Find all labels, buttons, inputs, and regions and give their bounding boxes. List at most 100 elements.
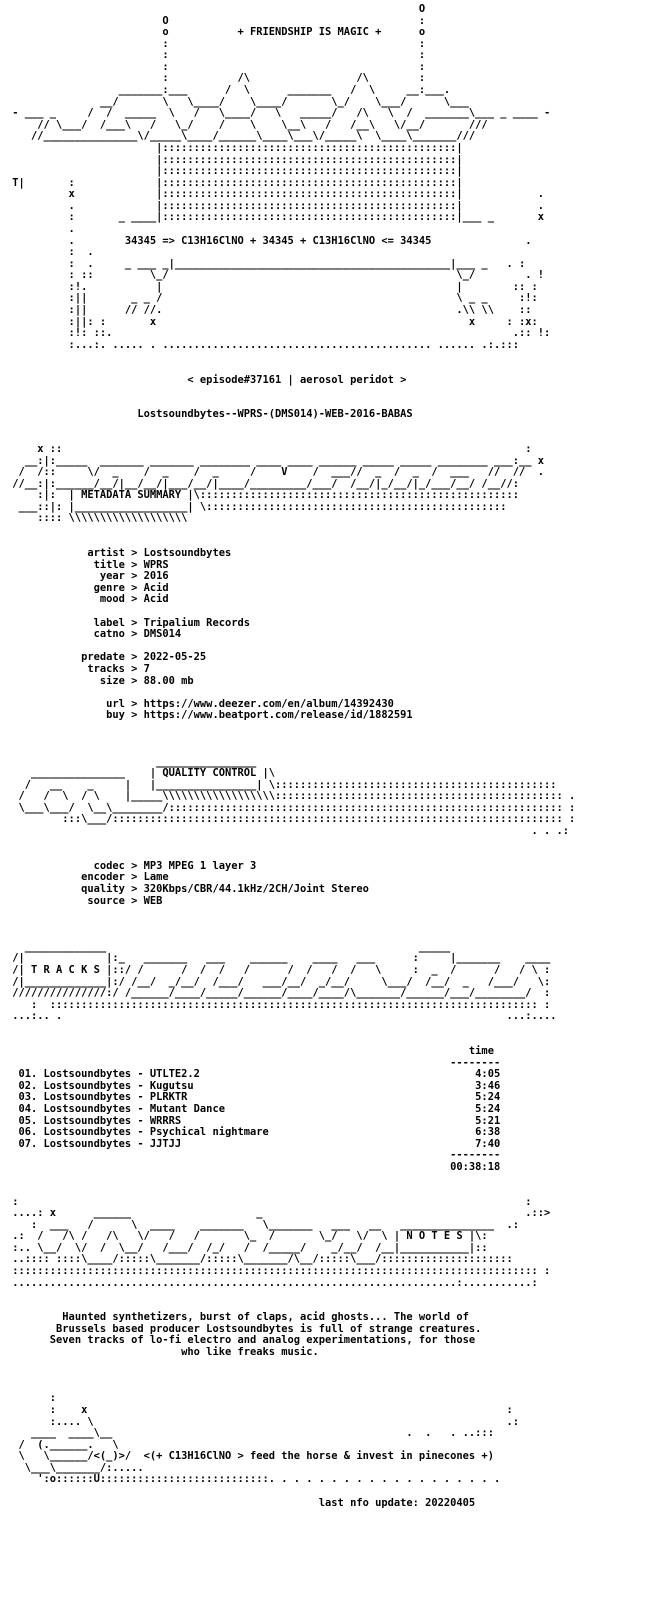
episode-text: < episode#37161 | aerosol peridot > — [6, 373, 407, 386]
nfo-line: :!: ::. .:: !: — [6, 327, 551, 340]
nfo-line: : ::::::::::::::::::::::::::::::::::::::… — [6, 998, 551, 1011]
nfo-line — [6, 1173, 575, 1185]
nfo-line: ________________ — [6, 755, 257, 768]
track-row: 01. Lostsoundbytes - UTLTE2.2 4:05 — [6, 1068, 501, 1081]
nfo-line: x :: : — [6, 442, 532, 455]
nfo-line: \___\___/ \__\________/:::::::::::::::::… — [6, 801, 576, 814]
nfo-line: -------- — [6, 1056, 501, 1069]
nfo-line: T| : |::::::::::::::::::::::::::::::::::… — [6, 176, 463, 189]
nfo-text: O O : o + FRIENDSHIP IS MAGIC + o : — [6, 3, 576, 1509]
metadata-catno: catno > DMS014 — [6, 628, 182, 641]
metadata-tracks: tracks > 7 — [6, 662, 150, 675]
nfo-line: :|| // //. .\\ \\ :: — [6, 304, 532, 317]
nfo-line — [6, 1185, 575, 1197]
nfo-line — [6, 1289, 575, 1301]
nfo-line: _____________ _____ — [6, 940, 451, 953]
metadata-mood: mood > Acid — [6, 593, 169, 606]
nfo-line — [6, 1486, 575, 1498]
nfo-line: - ___ _ / / _____ \ / \____/ \ _____/ /\… — [6, 107, 551, 120]
nfo-line — [6, 919, 575, 931]
nfo-line: ':o::::::U:::::::::::::::::::::::::::. .… — [6, 1473, 501, 1486]
nfo-line: //__:|:______/__/|__/__/|___/__/|____/__… — [6, 477, 519, 490]
nfo-line: |:::::::::::::::::::::::::::::::::::::::… — [6, 153, 463, 166]
nfo-line: :...:. ..... . .........................… — [6, 338, 519, 351]
nfo-line: : ___ / \ ____ _______ \_______ ___ __ _… — [6, 1218, 519, 1231]
track-row: 02. Lostsoundbytes - Kugutsu 3:46 — [6, 1079, 501, 1092]
nfo-line: //_______________\/_____\____/______\___… — [6, 130, 476, 143]
quality-codec: codec > MP3 MPEG 1 layer 3 — [6, 859, 257, 872]
nfo-line: . |:::::::::::::::::::::::::::::::::::::… — [6, 199, 544, 212]
nfo-line: __/ \ \____/ \____/ \_/ \___/ \___ — [6, 95, 469, 108]
nfo-line — [6, 351, 575, 363]
nfo-line: :||: : x x : :x: — [6, 315, 538, 328]
quality-encoder: encoder > Lame — [6, 871, 169, 884]
nfo-line: ///////////////:/ /______/____/_____/___… — [6, 987, 551, 1000]
section-title-notes: .: / /\ / /\ \/ / / \_ / \_/ \/ \ | N O … — [6, 1230, 488, 1243]
nfo-line — [6, 421, 575, 433]
nfo-line: // \___/ /___\ / \_/ / \ \__\ / /__\ \/_… — [6, 118, 488, 131]
release-name: Lostsoundbytes--WPRS-(DMS014)-WEB-2016-B… — [6, 408, 413, 421]
motto-text: o + FRIENDSHIP IS MAGIC + o — [6, 26, 426, 39]
quality-source: source > WEB — [6, 894, 163, 907]
nfo-line: ..:::: ::::\____/:::::\_______/:::::\___… — [6, 1253, 513, 1266]
metadata-predate: predate > 2022-05-25 — [6, 651, 207, 664]
nfo-line: O : — [6, 14, 426, 27]
track-row: 06. Lostsoundbytes - Psychical nightmare… — [6, 1126, 501, 1139]
nfo-line: |:::::::::::::::::::::::::::::::::::::::… — [6, 141, 463, 154]
nfo-line: :!. | | :: : — [6, 280, 538, 293]
nfo-line: ____ ____\__ . . . ..::: — [6, 1427, 494, 1440]
metadata-size: size > 88.00 mb — [6, 674, 194, 687]
nfo-line — [6, 363, 575, 375]
formula-text: . 34345 => C13H16ClNO + 34345 + C13H16Cl… — [6, 234, 532, 247]
metadata-buy: buy > https://www.beatport.com/release/i… — [6, 709, 413, 722]
footer-slogan: \ \______/<(_)>/ <(+ C13H16ClNO > feed t… — [6, 1450, 494, 1463]
nfo-line — [6, 733, 575, 745]
nfo-line: ::::::::::::::::::::::::::::::::::::::::… — [6, 1265, 551, 1278]
nfo-line: _______:___ / \ _______ / \ __:___. — [6, 84, 451, 97]
metadata-artist: artist > Lostsoundbytes — [6, 547, 232, 560]
nfo-line — [6, 1382, 575, 1394]
notes-line: Seven tracks of lo-fi electro and analog… — [6, 1334, 476, 1347]
nfo-line: : : — [6, 1195, 532, 1208]
nfo-line — [6, 386, 575, 398]
nfo-line: / /:: \/ _ / _ / _ / V / ___// _ / _ / _… — [6, 466, 545, 479]
nfo-line: ........................................… — [6, 1276, 538, 1289]
nfo-line — [6, 1370, 575, 1382]
nfo-line — [6, 1023, 575, 1035]
nfo-line: time — [6, 1045, 494, 1058]
quality-quality: quality > 320Kbps/CBR/44.1kHz/2CH/Joint … — [6, 882, 369, 895]
nfo-line: ....: x ______ _ .::> — [6, 1207, 551, 1220]
nfo-line: :.. \__/ \/ / \__/ /___/ /_/ / /_____/ _… — [6, 1241, 488, 1254]
nfo-line: : /\ /\ : — [6, 72, 426, 85]
metadata-genre: genre > Acid — [6, 581, 169, 594]
nfo-line: / (.______. \ — [6, 1438, 119, 1451]
nfo-line: :|| _ _ / \ _ _ :!: — [6, 292, 538, 305]
track-row: 03. Lostsoundbytes - PLRKTR 5:24 — [6, 1091, 501, 1104]
metadata-label: label > Tripalium Records — [6, 616, 250, 629]
metadata-year: year > 2016 — [6, 570, 169, 583]
nfo-line: . — [6, 222, 75, 235]
nfo-line: / __ _ | |________________| \:::::::::::… — [6, 778, 557, 791]
nfo-line — [6, 525, 575, 537]
nfo-line — [6, 907, 575, 919]
nfo-line: : x : — [6, 1403, 513, 1416]
nfo-line: -------- — [6, 1149, 501, 1162]
nfo-line: . . .: — [6, 825, 570, 838]
section-title-metadata: :|: | METADATA SUMMARY |\:::::::::::::::… — [6, 489, 519, 502]
nfo-line: /| |:_ _______ ___ ______ ____ ___ : |__… — [6, 952, 551, 965]
nfo-line: ...:.. . ...:.... — [6, 1010, 557, 1023]
track-row: 07. Lostsoundbytes - JJTJJ 7:40 — [6, 1137, 501, 1150]
nfo-line: x |:::::::::::::::::::::::::::::::::::::… — [6, 188, 544, 201]
nfo-line: ___::|: |__________________| \::::::::::… — [6, 500, 507, 513]
nfo-line: /|_____________|:/ /__/ _/__/ /___/ ___/… — [6, 975, 551, 988]
nfo-line: :.... \ .: — [6, 1415, 519, 1428]
section-title-quality: _______________ | QUALITY CONTROL |\ — [6, 767, 275, 780]
nfo-line: : :: \_/ \_/ . ! — [6, 269, 544, 282]
nfo-line — [6, 1359, 575, 1371]
track-row: 04. Lostsoundbytes - Mutant Dance 5:24 — [6, 1102, 501, 1115]
nfo-line: O — [6, 3, 426, 15]
nfo-line — [6, 745, 575, 757]
nfo-update-date: last nfo update: 20220405 — [6, 1496, 476, 1509]
notes-line: who like freaks music. — [6, 1346, 319, 1359]
nfo-line: : : — [6, 37, 426, 50]
